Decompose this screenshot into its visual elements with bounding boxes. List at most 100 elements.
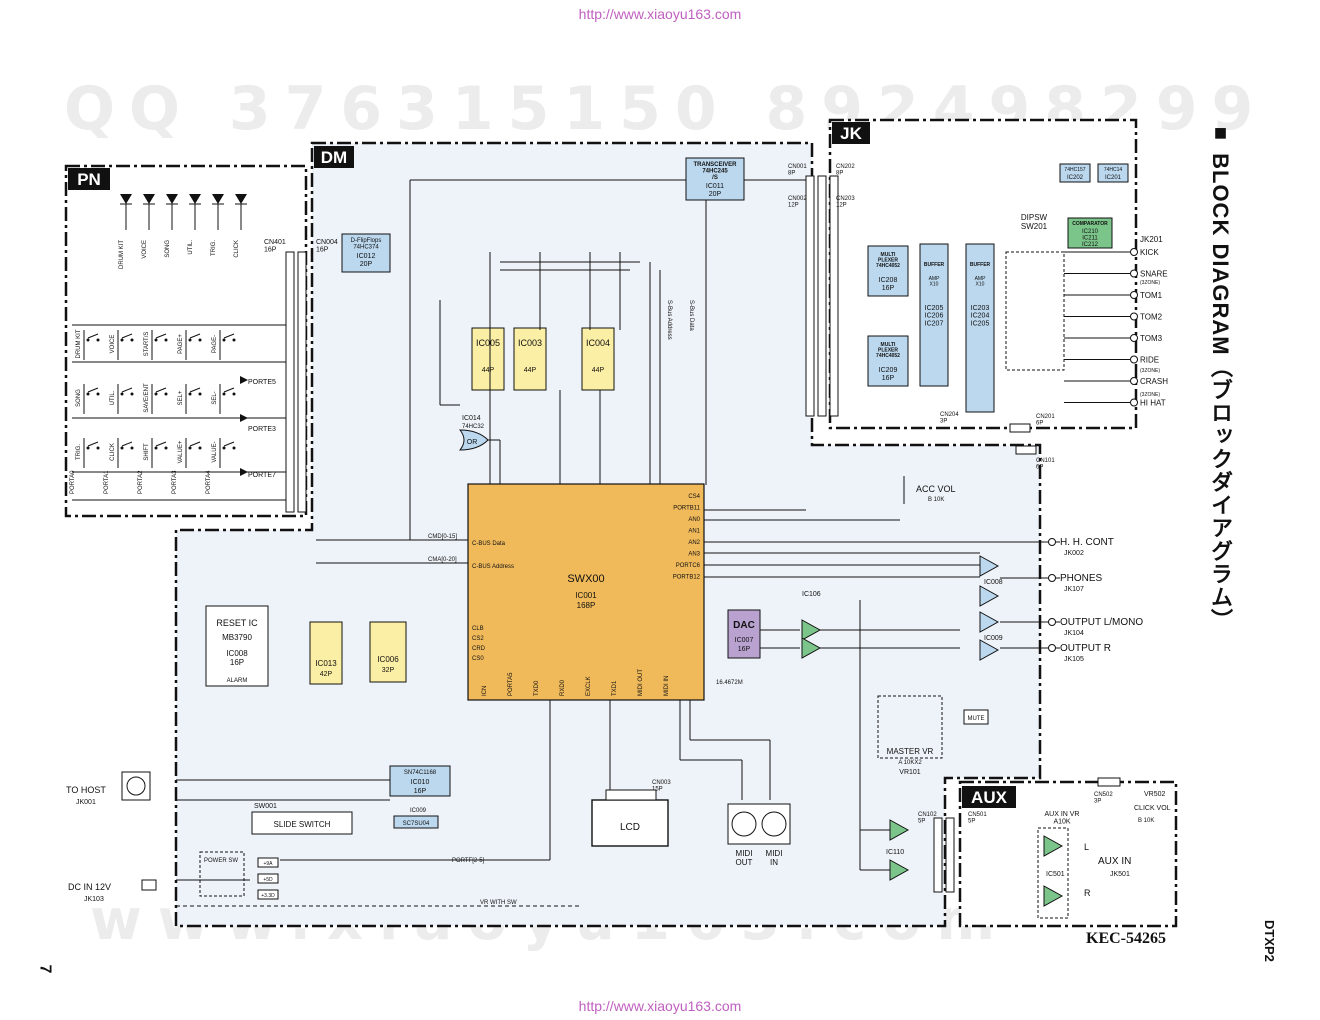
svg-text:L: L	[1084, 842, 1089, 852]
source-url-top[interactable]: http://www.xiaoyu163.com	[578, 6, 742, 22]
svg-text:COMPARATOR: COMPARATOR	[1072, 221, 1108, 227]
reset-pins: 16P	[230, 658, 244, 667]
swx-pin-label: AN1	[688, 529, 700, 535]
ic011-ref: IC011	[706, 183, 724, 190]
swx-pin-label: CS4	[688, 494, 700, 500]
bus-cma-label: CMA[0-20]	[428, 557, 457, 563]
panel-switch: VOICE	[110, 330, 134, 360]
swx-pin-label: RXD0	[560, 679, 566, 696]
mute-label: MUTE	[968, 716, 985, 722]
master-vr-value: A 10KX2	[898, 760, 922, 766]
swx-pin-label: PORTC6	[676, 563, 701, 569]
output-amps: IC008 IC009	[979, 555, 1003, 661]
panel-switch-label: VALUE+	[178, 440, 184, 463]
reset-ref: IC008	[226, 649, 248, 658]
jk103-label: JK103	[84, 896, 104, 903]
jack-icon	[1130, 377, 1138, 385]
bus-cbus-data: C-BUS Data	[472, 541, 506, 547]
pn-label: PN	[77, 170, 101, 189]
source-url-bottom[interactable]: http://www.xiaoyu163.com	[578, 998, 742, 1014]
swx-pin-label: AN2	[688, 540, 700, 546]
output-label: OUTPUT R	[1060, 643, 1111, 654]
panel-switch: SONG	[76, 384, 100, 414]
jk001-label: JK001	[76, 799, 96, 806]
jack-icon	[1130, 398, 1138, 407]
jack-icon	[1130, 291, 1138, 299]
output-jack-icon	[1048, 644, 1056, 652]
sram-ic006: IC006 32P	[369, 621, 407, 683]
reset-name: RESET IC	[216, 618, 258, 628]
svg-text:BUFFER: BUFFER	[970, 262, 991, 268]
panel-switch: CLICK	[110, 438, 134, 468]
panel-switch-label: VOICE	[110, 335, 116, 354]
jack-label: HI HAT	[1140, 399, 1166, 408]
jack-label: TOM3	[1140, 334, 1163, 343]
svg-text:CLICK VOL: CLICK VOL	[1134, 805, 1171, 812]
swx-pin-label: PORTB11	[673, 506, 700, 512]
dac-ref: IC007	[735, 637, 754, 644]
sram-pins: 32P	[382, 667, 395, 674]
jack-label: CRASH	[1140, 377, 1168, 386]
panel-switch-label: START/S	[144, 332, 150, 357]
wrom16-pins: 44P	[592, 367, 605, 374]
bus-cmd-label: CMD[0-15]	[428, 534, 457, 540]
led-label: TRIG.	[211, 240, 217, 256]
panel-switch-label: SONG	[76, 389, 82, 407]
led-icon	[235, 194, 247, 204]
wrom16-ref: IC004	[586, 338, 610, 348]
panel-switch-label: CLICK	[110, 443, 116, 461]
reset-ic008: RESET IC MB3790 IC008 16P ALARM	[205, 605, 269, 687]
port-e3-label: PORTE3	[248, 426, 276, 433]
panel-switch-label: DRUM KIT	[76, 329, 82, 358]
jack-icon	[1130, 248, 1138, 256]
ic014-gate: OR	[467, 439, 478, 446]
acc-vol-label: ACC VOL	[916, 484, 956, 494]
wrom32-pins: 44P	[524, 367, 537, 374]
output-ref: JK002	[1064, 550, 1084, 557]
panel-switch-label: SEL+	[178, 390, 184, 405]
reset-alarm: ALARM	[227, 678, 248, 684]
panel-switch: SHIFT	[144, 438, 168, 468]
jack-icon	[1130, 312, 1138, 321]
jack-label: SNARE	[1140, 270, 1168, 279]
svg-text:(3ZONE): (3ZONE)	[1140, 280, 1160, 286]
led-label: UTIL.	[188, 240, 194, 255]
swx00-ic001: SWX00 IC001 168P	[467, 483, 705, 701]
rom-ic013: IC013 42P	[309, 621, 343, 685]
swx-pin-label: MIDI OUT	[638, 669, 644, 696]
led-icon	[212, 194, 224, 204]
bus-sbus-addr: S-Bus Address	[666, 300, 672, 340]
led-label: DRUM KIT	[119, 240, 125, 269]
jack-icon	[1130, 334, 1138, 342]
svg-text:BUFFER: BUFFER	[924, 262, 945, 268]
rom-pins: 42P	[320, 671, 333, 678]
output-jack-icon	[1048, 574, 1056, 582]
rom-ref: IC013	[315, 659, 337, 668]
output-ref: JK104	[1064, 630, 1084, 637]
jack-label: KICK	[1140, 248, 1159, 257]
ic110-opamps: IC110	[886, 819, 910, 881]
dram-pins: 44P	[482, 367, 495, 374]
panel-switch: TRIG.	[76, 438, 100, 468]
model-number: DTXP2	[1262, 920, 1277, 962]
ic009-ref: IC009	[410, 808, 427, 814]
sw001-label: SW001	[254, 803, 277, 810]
led-label: SONG	[165, 240, 171, 258]
